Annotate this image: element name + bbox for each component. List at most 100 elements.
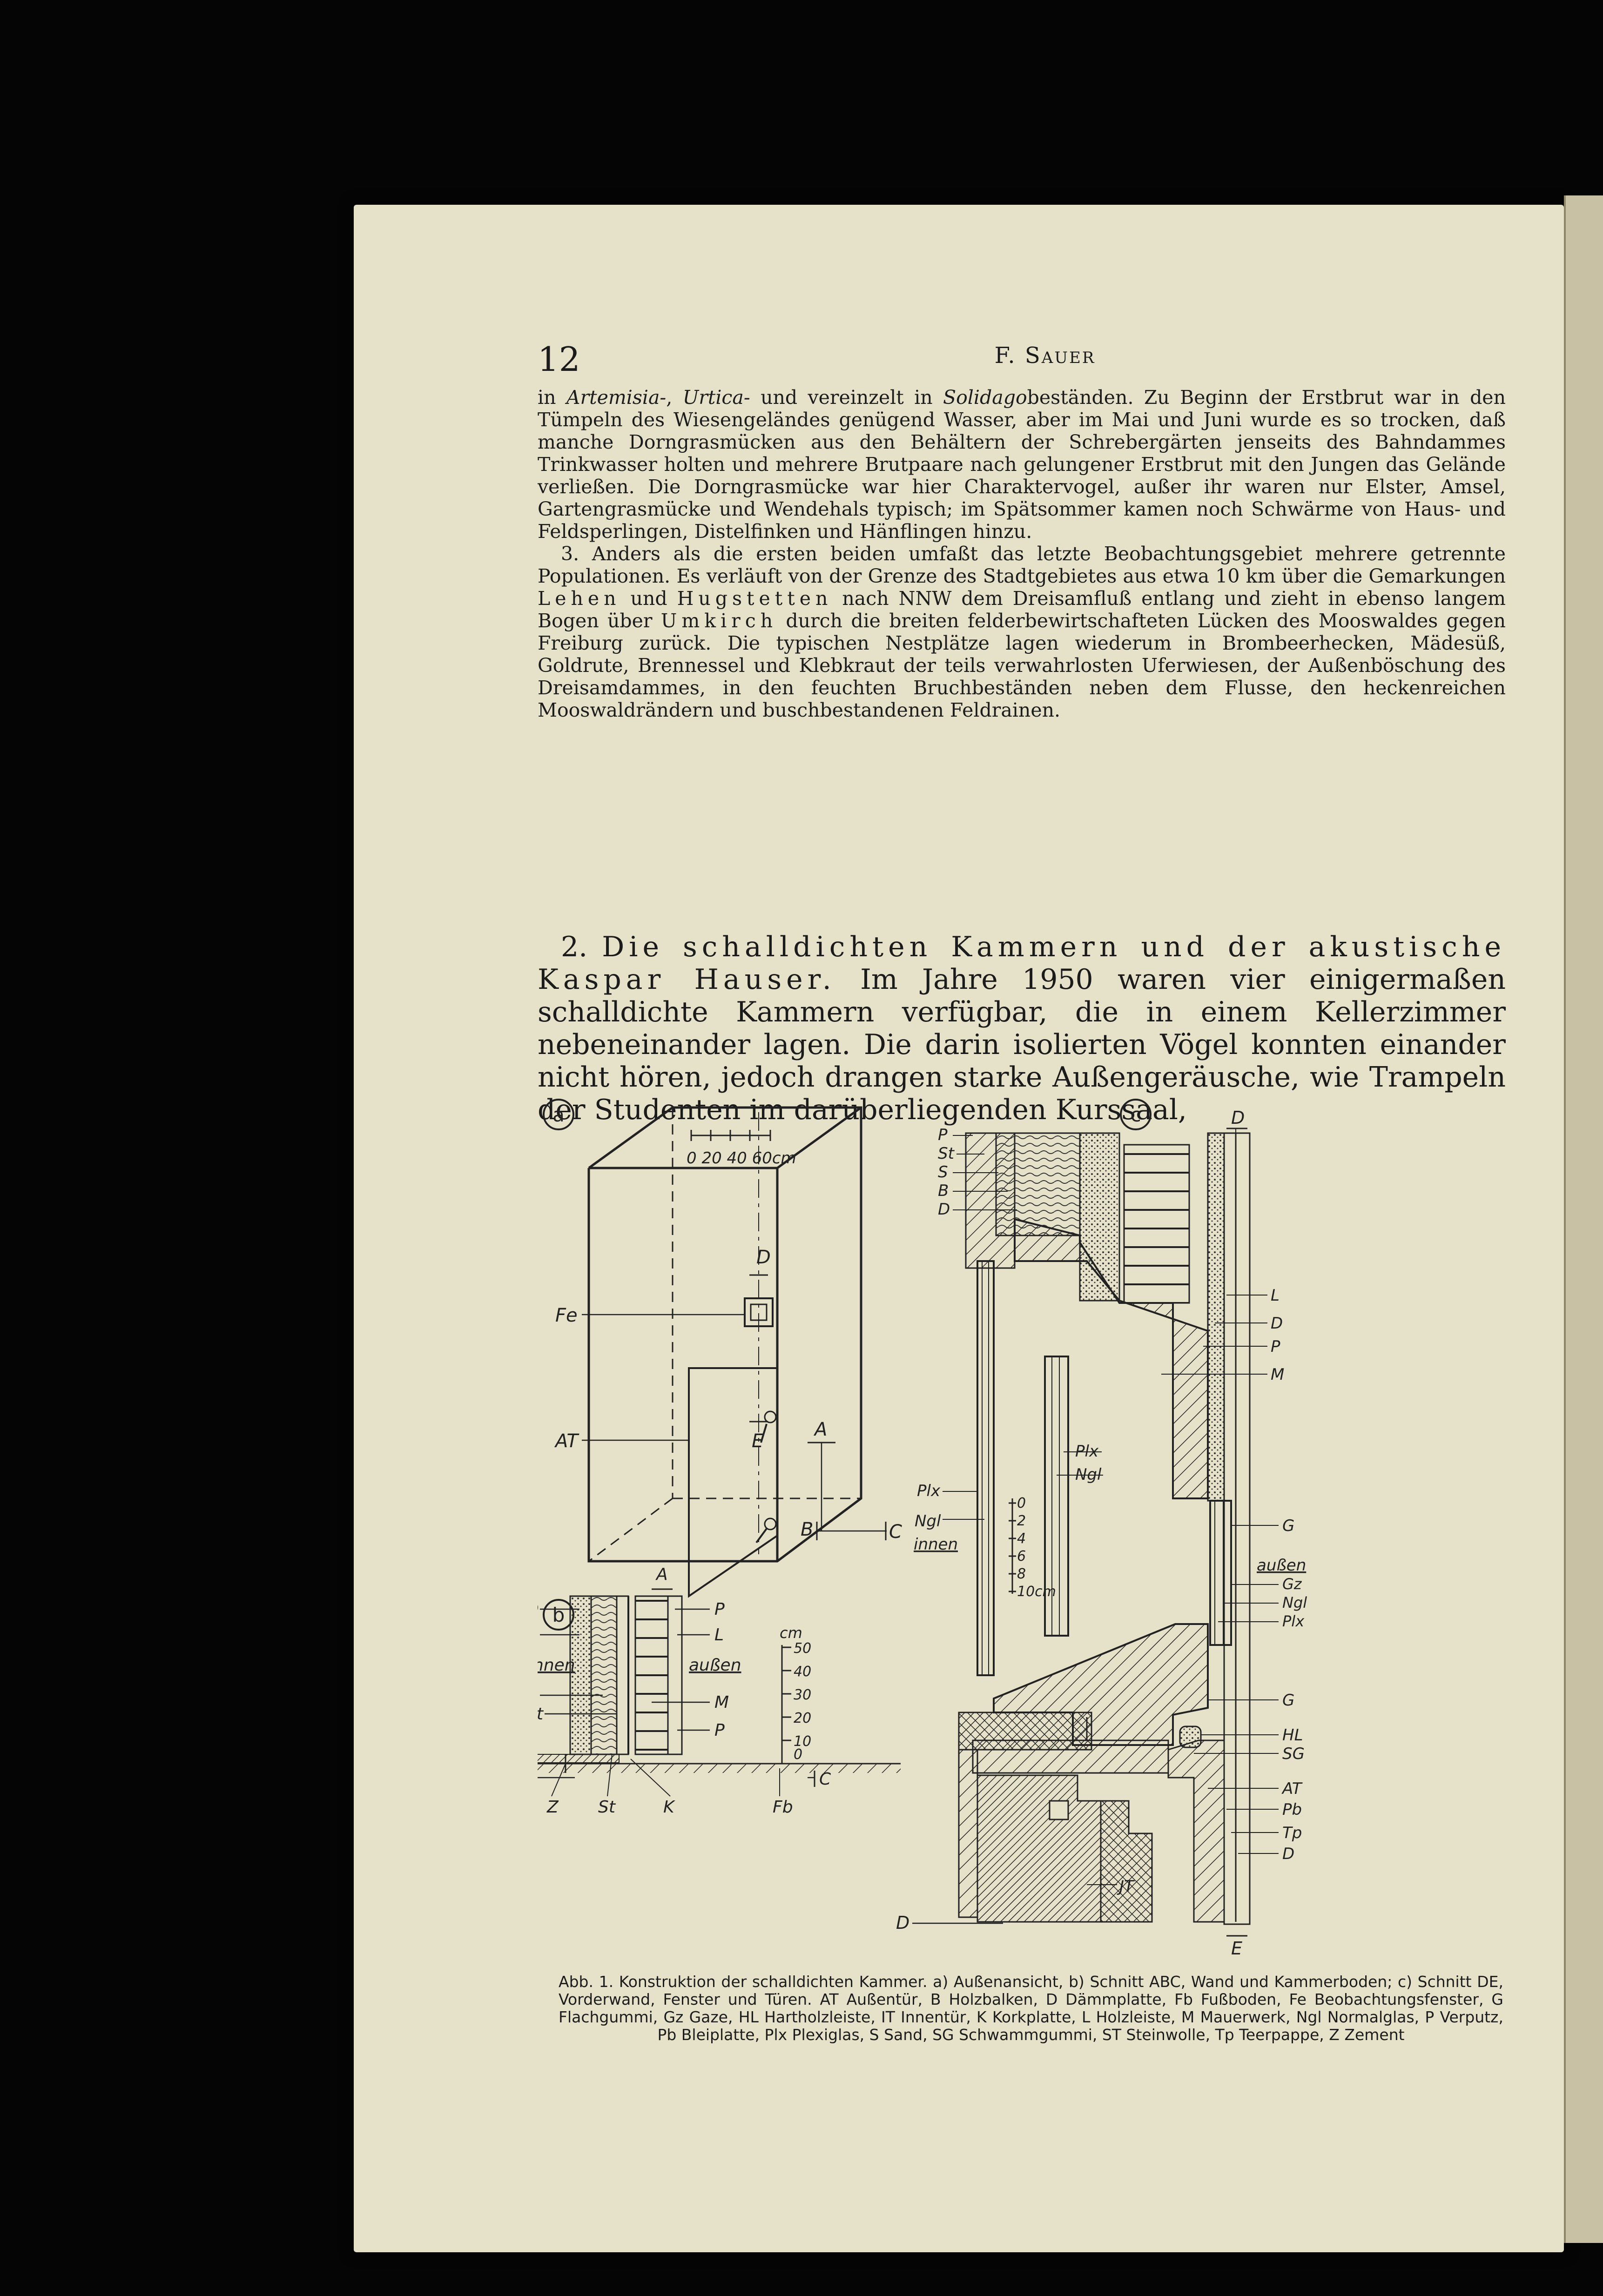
text-run: nach NNW dem Dreisamfluß entlang und zie… (538, 587, 1506, 632)
labels-c-right-bottom: G HL SG AT Pb Tp D (1194, 1691, 1305, 1863)
scale-b-tick-label: 30 (794, 1687, 811, 1703)
label-c-HL: HL (1282, 1726, 1303, 1745)
scale-b-ticks: 50 40 30 20 10 0 (782, 1640, 811, 1765)
figure-caption: Abb. 1. Konstruktion der schalldichten K… (559, 1973, 1503, 2044)
door-frame (1100, 1800, 1153, 1923)
scale-c-tick-label: 8 (1017, 1566, 1026, 1582)
door-rebate (1049, 1800, 1069, 1820)
leader (551, 1763, 566, 1797)
running-head: F. Sauer (994, 342, 1096, 369)
hidden-edge-diagonal (588, 1497, 673, 1562)
label-b-aussen: außen (689, 1656, 741, 1675)
box-outline (587, 1106, 862, 1563)
scale-c-tick-label: 2 (1017, 1513, 1026, 1529)
door-hinge-icon (764, 1517, 777, 1531)
label-c-D-right: D (1271, 1314, 1283, 1333)
page-number: 12 (538, 340, 580, 379)
sand-layer (569, 1595, 592, 1755)
text-run: und vereinzelt in (750, 386, 943, 409)
label-a-A: A (813, 1419, 827, 1440)
door-hinge-icon (764, 1410, 777, 1423)
label-c-St: St (938, 1144, 955, 1163)
label-c-Ngl-left: Ngl (915, 1512, 941, 1531)
taxon-solidago: Solidago (943, 386, 1027, 409)
floor-hatch (538, 1764, 901, 1773)
label-c-E-bottom: E (1231, 1938, 1242, 1959)
page-header: 12 F. Sauer (538, 340, 1552, 379)
floor-cement (538, 1754, 620, 1763)
timber-beam (590, 1595, 618, 1755)
inner-door (977, 1774, 1102, 1923)
panel-b: b A D S innen B St (538, 1565, 901, 1817)
label-c-G: G (1282, 1517, 1294, 1535)
masonry-layer (634, 1595, 669, 1755)
place-lehen: Lehen (538, 587, 621, 610)
labels-c-left: P St S B D (938, 1126, 1017, 1219)
text-run: 3. Anders als die ersten beiden umfaßt d… (538, 543, 1506, 587)
panel-c-badge-circle (1120, 1099, 1152, 1130)
scale-b-tick-label: 40 (794, 1664, 811, 1680)
labels-c-right-mid: G außen Gz Ngl Plx (1218, 1517, 1307, 1630)
label-a-C: C (889, 1521, 902, 1543)
panel-b-badge: b (552, 1604, 565, 1626)
place-hugstetten: Hugstetten (677, 587, 833, 610)
label-b-St-bottom: St (598, 1798, 616, 1817)
upper-masonry (1123, 1144, 1190, 1304)
scale-c-tick-label: 6 (1017, 1548, 1026, 1564)
inner-door-jamb (958, 1749, 978, 1918)
label-c-Plx-right: Plx (1282, 1612, 1305, 1630)
text-run: , (666, 386, 683, 409)
body-text: in Artemisia-, Urtica- und vereinzelt in… (538, 386, 1506, 721)
section-number: 2. (561, 931, 602, 963)
label-c-D-bottom-right: D (1282, 1845, 1294, 1863)
label-c-G-bottom: G (1282, 1691, 1294, 1710)
panel-a-badge-circle (543, 1099, 574, 1130)
label-b-innen: innen (538, 1656, 575, 1675)
section-title: Die schalldichten Kammern und der akusti… (538, 931, 1506, 996)
leader (630, 1759, 671, 1797)
label-c-Tp: Tp (1282, 1824, 1302, 1842)
label-c-innen: innen (914, 1535, 958, 1554)
figure-1: a 0 20 40 60cm D Fe (538, 1089, 1538, 1964)
scale-b-tick-label: 0 (794, 1746, 802, 1763)
label-c-aussen: außen (1257, 1556, 1306, 1575)
label-c-D: D (938, 1200, 950, 1219)
taxon-urtica: Urtica- (682, 386, 750, 409)
text-run: in (538, 386, 566, 409)
place-umkirch: Umkirch (660, 610, 778, 632)
label-c-P-right: P (1271, 1337, 1280, 1356)
panel-a-badge: a (552, 1103, 565, 1126)
label-c-SG: SG (1282, 1745, 1305, 1763)
label-a-D: D (756, 1247, 771, 1268)
label-b-K: K (663, 1798, 675, 1817)
scale-c-tick-label: 0 (1017, 1495, 1026, 1511)
book-page: 12 F. Sauer in Artemisia-, Urtica- und v… (354, 205, 1564, 2252)
observation-window (744, 1297, 774, 1327)
outer-window-frame (1209, 1500, 1232, 1646)
outer-glass (1214, 1500, 1224, 1645)
label-b-M: M (714, 1693, 729, 1712)
text-run: und (620, 587, 677, 610)
inner-plexi-pane (977, 1260, 995, 1676)
label-c-D-bottom: D (896, 1913, 909, 1933)
label-c-S: S (938, 1163, 948, 1182)
label-c-B: B (938, 1182, 949, 1200)
label-b-P-top: P (714, 1600, 725, 1619)
label-c-AT: AT (1281, 1779, 1303, 1798)
right-wall (1223, 1132, 1251, 1925)
label-c-L: L (1271, 1286, 1280, 1305)
label-b-Fb: Fb (773, 1798, 793, 1817)
outer-door (688, 1367, 778, 1598)
scale-b-unit: cm (780, 1624, 802, 1642)
panel-a: a 0 20 40 60cm D Fe (543, 1099, 902, 1598)
label-c-M: M (1271, 1365, 1284, 1384)
outer-door (1167, 1739, 1225, 1923)
inner-glass (982, 1261, 989, 1676)
label-c-P: P (938, 1126, 948, 1144)
paragraph-1: in Artemisia-, Urtica- und vereinzelt in… (538, 386, 1506, 543)
panel-c: c D (896, 1099, 1307, 1959)
label-a-Fe: Fe (555, 1305, 578, 1326)
right-insulation (1207, 1132, 1225, 1502)
door-lintel (972, 1739, 1169, 1774)
scale-b-tick-label: 50 (794, 1640, 811, 1657)
